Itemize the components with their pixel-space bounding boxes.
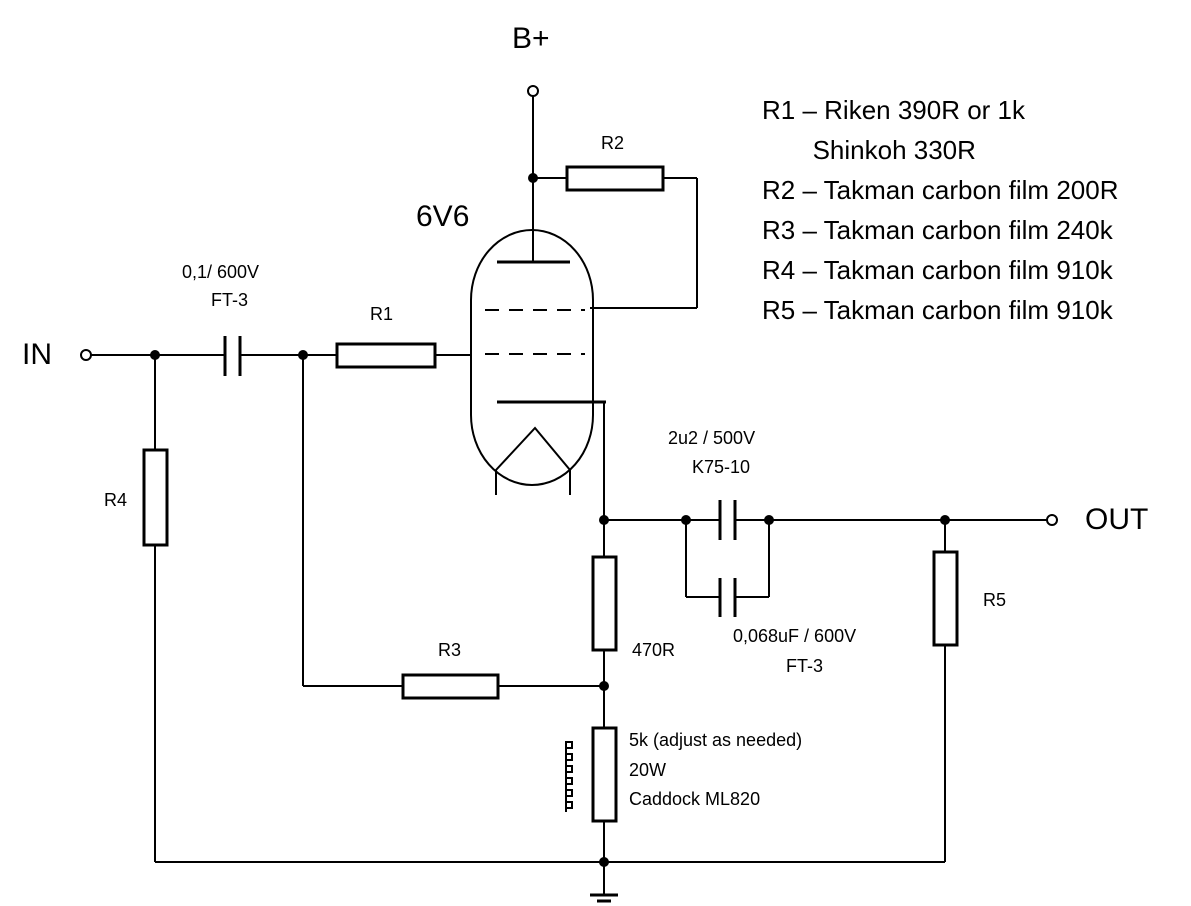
tube-6v6 xyxy=(470,229,606,495)
out-label: OUT xyxy=(1085,503,1149,536)
parts-list-item: R3 – Takman carbon film 240k xyxy=(762,215,1113,245)
c-bypass-type-label: FT-3 xyxy=(786,656,824,676)
r3-label: R3 xyxy=(438,640,462,660)
r-load-part-label: Caddock ML820 xyxy=(629,789,761,809)
c-bypass-value-label: 0,068uF / 600V xyxy=(733,626,857,646)
input-line xyxy=(80,336,471,376)
parts-list: R1 – Riken 390R or 1k Shinkoh 330R R2 – … xyxy=(762,90,1118,330)
r4-label: R4 xyxy=(104,490,128,510)
parts-list-item: Shinkoh 330R xyxy=(762,135,976,165)
parts-list-item: R1 – Riken 390R or 1k xyxy=(762,95,1026,125)
cathode-branch xyxy=(565,402,618,903)
r-load-power-label: 20W xyxy=(629,760,667,780)
r5-label: R5 xyxy=(983,590,1007,610)
parts-list-item: R4 – Takman carbon film 910k xyxy=(762,255,1113,285)
c-out-value-label: 2u2 / 500V xyxy=(668,428,756,448)
parts-list-item: R2 – Takman carbon film 200R xyxy=(762,175,1119,205)
c-out-type-label: K75-10 xyxy=(692,457,751,477)
r5-resistor xyxy=(932,520,959,862)
r-470-label: 470R xyxy=(632,640,676,660)
junction-dots xyxy=(150,173,950,867)
c-in-value-label: 0,1/ 600V xyxy=(182,262,260,282)
r2-label: R2 xyxy=(601,133,625,153)
output-coupling xyxy=(604,500,1058,617)
in-label: IN xyxy=(22,338,52,371)
bplus-label: B+ xyxy=(512,22,550,55)
r1-label: R1 xyxy=(370,304,394,324)
r4-resistor xyxy=(142,355,169,862)
parts-list-item: R5 – Takman carbon film 910k xyxy=(762,295,1113,325)
r2-resistor xyxy=(533,165,698,309)
c-in-type-label: FT-3 xyxy=(211,290,249,310)
tube-label: 6V6 xyxy=(416,200,470,233)
r-load-value-label: 5k (adjust as needed) xyxy=(629,730,803,750)
r3-resistor xyxy=(302,355,604,700)
